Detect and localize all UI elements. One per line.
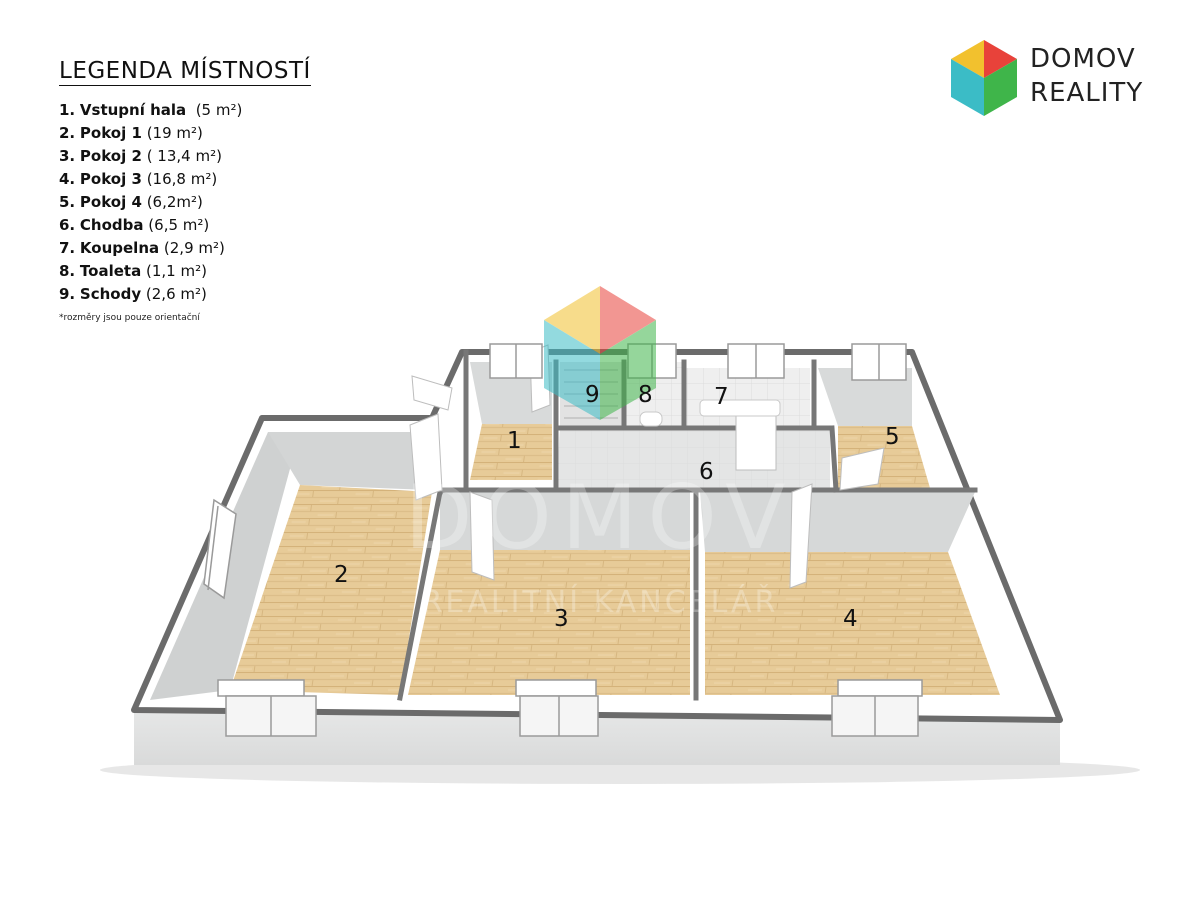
legend-item-number: 2.: [59, 124, 76, 142]
legend-list: 1. Vstupní hala (5 m²) 2. Pokoj 1 (19 m²…: [59, 99, 399, 306]
legend-item-number: 5.: [59, 193, 76, 211]
window-left: [203, 498, 237, 600]
room-4-floor: [705, 552, 1000, 695]
legend-item-number: 1.: [59, 101, 76, 119]
legend-item-name: Pokoj 4: [79, 193, 142, 211]
legend-item-area: (5 m²): [195, 101, 243, 119]
room-label-5: 5: [885, 424, 900, 450]
legend-item-number: 3.: [59, 147, 76, 165]
legend-item-name: Vstupní hala: [79, 101, 187, 119]
cube-logo-icon: [951, 40, 1017, 116]
legend-item: 7. Koupelna (2,9 m²): [59, 237, 399, 260]
door-room-5: [839, 447, 885, 491]
room-label-1: 1: [507, 428, 522, 454]
cube-face-red: [984, 40, 1017, 78]
room-legend: LEGENDA MÍSTNOSTÍ 1. Vstupní hala (5 m²)…: [59, 58, 399, 323]
legend-item-area: (16,8 m²): [146, 170, 218, 188]
room-3-back-wall: [440, 492, 690, 550]
legend-item-area: (1,1 m²): [145, 262, 207, 280]
door-entrance: [409, 413, 443, 501]
cube-face-yellow: [951, 40, 984, 78]
outer-wall-front: [134, 710, 1060, 765]
legend-item-number: 8.: [59, 262, 76, 280]
legend-item-area: (6,2m²): [146, 193, 203, 211]
legend-item-number: 7.: [59, 239, 76, 257]
cube-face-teal: [951, 59, 984, 116]
room-3-floor: [408, 550, 690, 695]
toilet-icon: [639, 411, 663, 427]
watermark-title: DOMOV: [405, 466, 796, 569]
legend-item: 4. Pokoj 3 (16,8 m²): [59, 168, 399, 191]
legend-item-name: Koupelna: [79, 239, 160, 257]
room-label-8: 8: [638, 382, 653, 408]
room-2-floor: [230, 485, 432, 695]
legend-item: 3. Pokoj 2 ( 13,4 m²): [59, 145, 399, 168]
legend-item: 2. Pokoj 1 (19 m²): [59, 122, 399, 145]
brand-logo: DOMOV REALITY: [948, 38, 1178, 118]
watermark-subtitle: REALITNÍ KANCELÁŘ: [422, 584, 779, 620]
legend-item: 9. Schody (2,6 m²): [59, 283, 399, 306]
door-room-3: [469, 491, 495, 581]
door-outer: [411, 375, 453, 411]
legend-item-number: 4.: [59, 170, 76, 188]
legend-title: LEGENDA MÍSTNOSTÍ: [59, 58, 311, 86]
room-4-back-wall: [700, 492, 975, 552]
legend-item-area: (19 m²): [146, 124, 203, 142]
brand-line-2: REALITY: [1030, 78, 1144, 108]
room-label-7: 7: [714, 384, 729, 410]
room-label-3: 3: [554, 606, 569, 632]
room-label-9: 9: [585, 382, 600, 408]
watermark-cube-icon: [544, 286, 656, 420]
legend-item: 8. Toaleta (1,1 m²): [59, 260, 399, 283]
cube-face-green: [984, 59, 1017, 116]
bathtub-icon: [699, 399, 781, 417]
legend-item-number: 9.: [59, 285, 76, 303]
inner-wall-back-left: [268, 432, 430, 490]
legend-item-name: Pokoj 3: [79, 170, 142, 188]
legend-item-area: ( 13,4 m²): [146, 147, 222, 165]
legend-item-name: Pokoj 2: [79, 147, 142, 165]
room-5-back-wall: [818, 368, 912, 426]
legend-item: 6. Chodba (6,5 m²): [59, 214, 399, 237]
legend-item-area: (2,6 m²): [145, 285, 207, 303]
legend-item: 1. Vstupní hala (5 m²): [59, 99, 399, 122]
legend-item-number: 6.: [59, 216, 76, 234]
legend-item-name: Schody: [79, 285, 142, 303]
room-1-floor: [470, 424, 552, 480]
legend-item-name: Toaleta: [79, 262, 142, 280]
window-icon: [515, 679, 597, 697]
window-icon: [837, 679, 923, 697]
room-label-4: 4: [843, 606, 858, 632]
brand-name: DOMOV REALITY: [1030, 42, 1143, 110]
legend-item-name: Pokoj 1: [79, 124, 142, 142]
legend-item-area: (6,5 m²): [148, 216, 210, 234]
room-label-2: 2: [334, 562, 349, 588]
door-room-4: [789, 483, 813, 589]
windows-front: [217, 679, 923, 737]
room-label-6: 6: [699, 459, 714, 485]
brand-line-1: DOMOV: [1030, 44, 1136, 74]
window-icon: [217, 679, 305, 697]
legend-item-name: Chodba: [79, 216, 144, 234]
legend-note: *rozměry jsou pouze orientační: [59, 313, 200, 323]
legend-item: 5. Pokoj 4 (6,2m²): [59, 191, 399, 214]
legend-item-area: (2,9 m²): [163, 239, 225, 257]
